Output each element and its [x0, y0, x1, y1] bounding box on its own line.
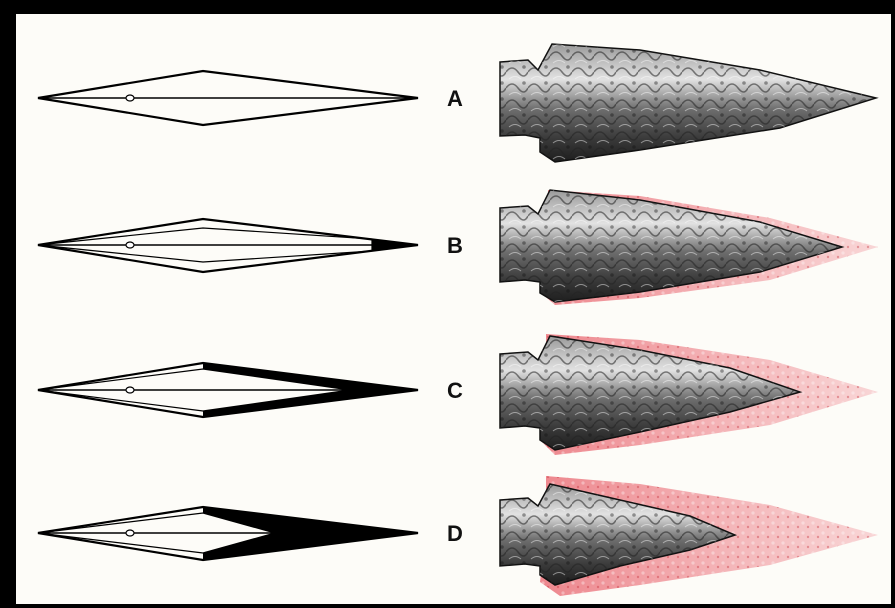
stone-point-b: [500, 190, 878, 305]
stone-point-d: [500, 476, 878, 596]
stone-point-a: [500, 44, 876, 162]
stone-point-c: [500, 334, 878, 455]
schematic-c: [38, 363, 418, 417]
schematic-a: [38, 71, 418, 125]
row-label-d: D: [440, 521, 470, 547]
schematic-b: [38, 219, 418, 272]
row-label-b: B: [440, 233, 470, 259]
schematic-d: [38, 507, 418, 560]
row-label-c: C: [440, 378, 470, 404]
row-label-a: A: [440, 86, 470, 112]
